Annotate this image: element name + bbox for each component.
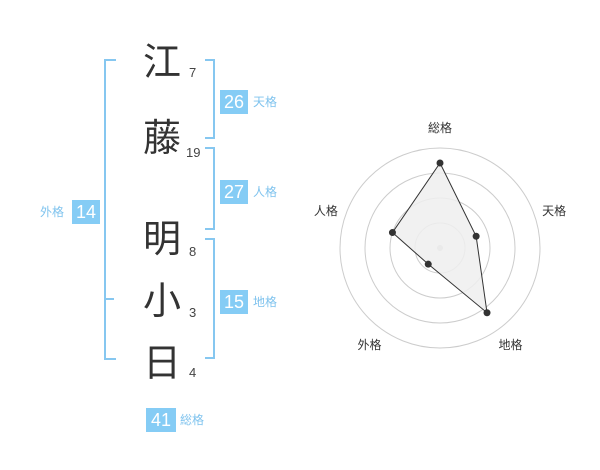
stroke-count-4: 3	[189, 305, 197, 320]
radar-grid-ring	[339, 147, 541, 349]
radar-axis-label-5: 人格	[314, 203, 338, 218]
name-char-3: 明	[142, 217, 181, 261]
name-char-4: 小	[142, 279, 181, 323]
radar-axis-label-4: 外格	[357, 337, 381, 352]
soukaku-label: 総格	[180, 413, 205, 427]
radar-axis-label-3: 地格	[499, 337, 523, 352]
radar-point-3	[483, 309, 491, 317]
radar-point-2	[472, 232, 480, 240]
jinkaku-value: 27	[220, 180, 248, 204]
tenkaku-bracket	[205, 59, 215, 139]
gaikaku-value: 14	[72, 200, 100, 224]
stroke-count-1: 7	[189, 65, 197, 80]
stroke-count-3: 8	[189, 244, 197, 259]
gaikaku-bracket-tick	[104, 298, 114, 300]
radar-axis-label-1: 総格	[428, 120, 452, 135]
chikaku-bracket	[205, 238, 215, 359]
tenkaku-value: 26	[220, 90, 248, 114]
radar-point-5	[388, 229, 396, 237]
stroke-count-2: 19	[186, 145, 201, 160]
gaikaku-label: 外格	[40, 205, 65, 219]
name-char-2: 藤	[142, 116, 181, 160]
radar-point-1	[436, 159, 444, 167]
radar-point-4	[424, 260, 432, 268]
name-char-5: 日	[142, 341, 181, 385]
jinkaku-bracket	[205, 147, 215, 230]
stroke-count-5: 4	[189, 365, 197, 380]
radar-axis-label-2: 天格	[542, 203, 566, 218]
tenkaku-label: 天格	[253, 95, 278, 109]
name-char-1: 江	[142, 40, 181, 84]
soukaku-value: 41	[146, 408, 176, 432]
radar-series-polygon	[391, 162, 488, 314]
chikaku-label: 地格	[253, 295, 278, 309]
chikaku-value: 15	[220, 290, 248, 314]
jinkaku-label: 人格	[253, 185, 278, 199]
gaikaku-bracket	[104, 59, 116, 360]
